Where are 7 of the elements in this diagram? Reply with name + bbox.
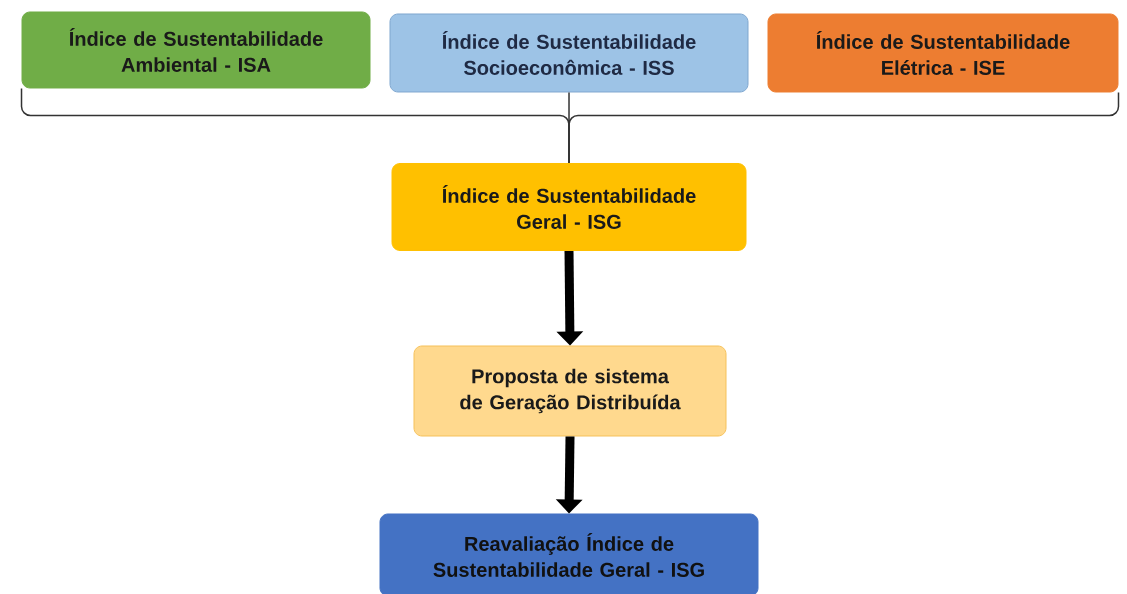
process-box: Índice de Sustentabilidade Geral - ISG bbox=[391, 163, 747, 251]
process-box: Índice de Sustentabilidade Elétrica - ISE bbox=[767, 13, 1119, 93]
process-box: Índice de Sustentabilidade Ambiental - ISA bbox=[21, 11, 371, 89]
process-box: Reavaliação Índice de Sustentabilidade Geral - ISG bbox=[379, 513, 759, 594]
process-box: Índice de Sustentabilidade Socioeconômica - ISS bbox=[389, 13, 749, 93]
brace-line bbox=[568, 91, 1120, 164]
process-box: Proposta de sistema de Geração Distribuída bbox=[413, 345, 727, 437]
